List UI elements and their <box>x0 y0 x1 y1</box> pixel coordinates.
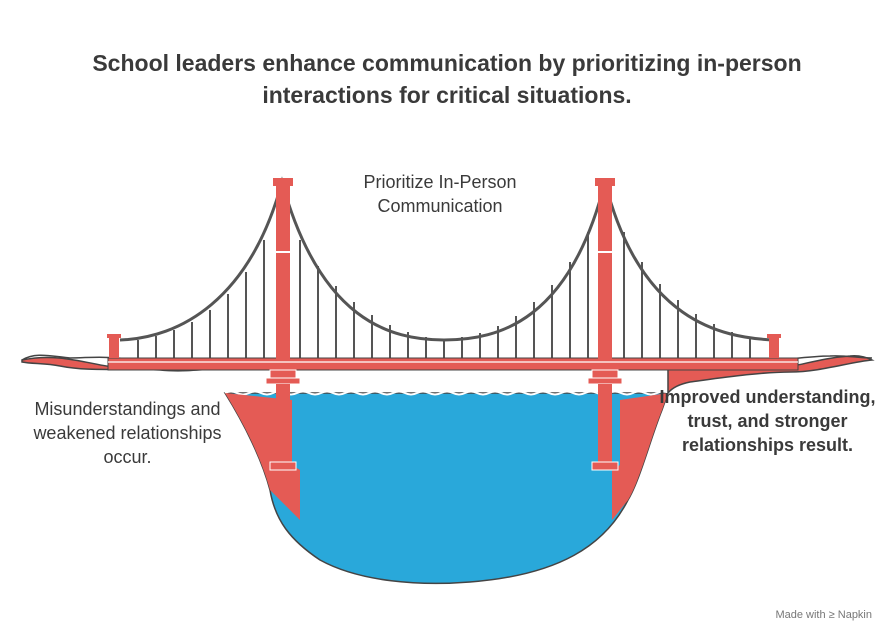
napkin-credit: Made with ≥ Napkin <box>775 609 872 621</box>
right-bank <box>667 355 875 396</box>
right-outcome-text: Improved understanding, trust, and stron… <box>659 387 876 455</box>
left-tower <box>265 178 301 471</box>
main-cable <box>119 176 776 342</box>
water-surface <box>224 390 670 396</box>
right-cliff <box>612 393 668 520</box>
page-title: School leaders enhance communication by … <box>92 50 802 108</box>
left-outcome-text: Misunderstandings and weakened relations… <box>33 399 222 467</box>
right-tower <box>587 178 623 471</box>
bridge-deck <box>107 357 799 371</box>
bridge-label: Prioritize In-Person Communication <box>363 172 517 216</box>
